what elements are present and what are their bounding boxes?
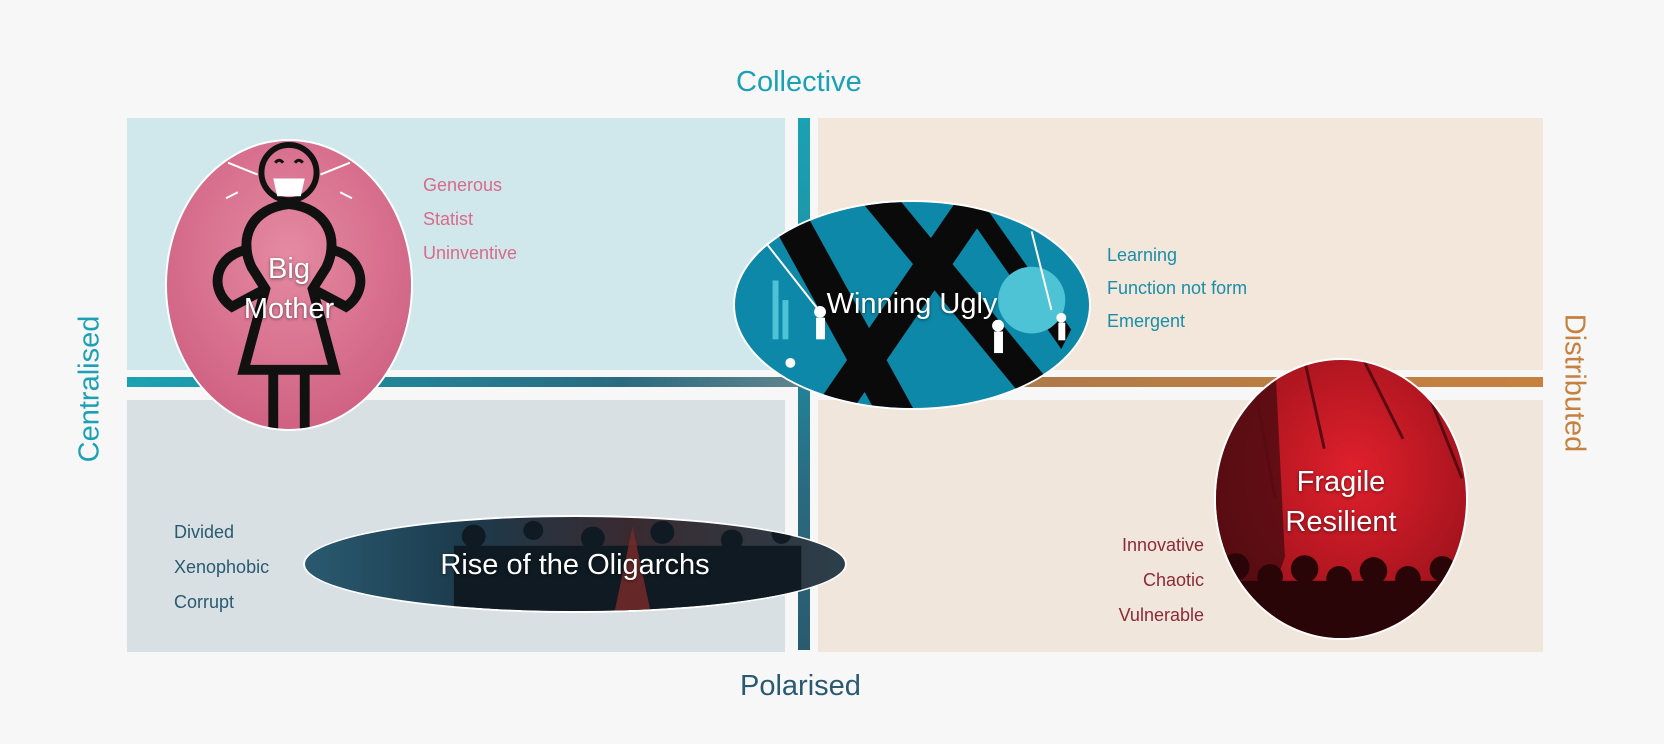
trait-chaotic: Chaotic (1142, 570, 1204, 590)
oligarchs-traits: Divided Xenophobic Corrupt (174, 515, 269, 620)
trait-corrupt: Corrupt (174, 592, 235, 612)
winning-ugly-traits: Learning Function not form Emergent (1107, 239, 1247, 338)
protest-crowd-icon (1216, 360, 1466, 638)
teamwork-figures-icon (735, 202, 1089, 408)
big-mother-title-line1: Big (268, 253, 310, 285)
fragile-resilient-title-line1: Fragile (1296, 466, 1386, 498)
axis-label-centralised: Centralised (73, 315, 106, 463)
fragile-resilient-image: Fragile Resilient (1214, 358, 1468, 640)
trait-divided: Divided (174, 522, 235, 542)
fragile-resilient-title-line2: Resilient (1285, 506, 1397, 538)
big-mother-title-line2: Mother (243, 293, 335, 325)
trait-function-not-form: Function not form (1107, 278, 1248, 298)
oligarchs-title: Rise of the Oligarchs (440, 549, 710, 581)
crowd-silhouette-icon (305, 517, 845, 611)
big-mother-image: Big Mother (165, 139, 413, 431)
axis-label-distributed: Distributed (1558, 313, 1591, 453)
fragile-resilient-traits: Innovative Chaotic Vulnerable (1050, 528, 1204, 633)
axis-label-collective: Collective (736, 66, 862, 98)
winning-ugly-image: Winning Ugly (733, 200, 1091, 410)
trait-uninventive: Uninventive (423, 243, 518, 263)
winning-ugly-title: Winning Ugly (826, 288, 998, 320)
axis-label-polarised: Polarised (740, 670, 861, 702)
trait-vulnerable: Vulnerable (1118, 605, 1204, 625)
trait-statist: Statist (423, 209, 474, 229)
trait-generous: Generous (423, 175, 503, 195)
trait-xenophobic: Xenophobic (174, 557, 270, 577)
mother-figure-icon (167, 141, 411, 429)
trait-learning: Learning (1107, 245, 1178, 265)
trait-emergent: Emergent (1107, 311, 1186, 331)
trait-innovative: Innovative (1121, 535, 1204, 555)
oligarchs-image: Rise of the Oligarchs (303, 515, 847, 613)
big-mother-traits: Generous Statist Uninventive (423, 168, 517, 270)
